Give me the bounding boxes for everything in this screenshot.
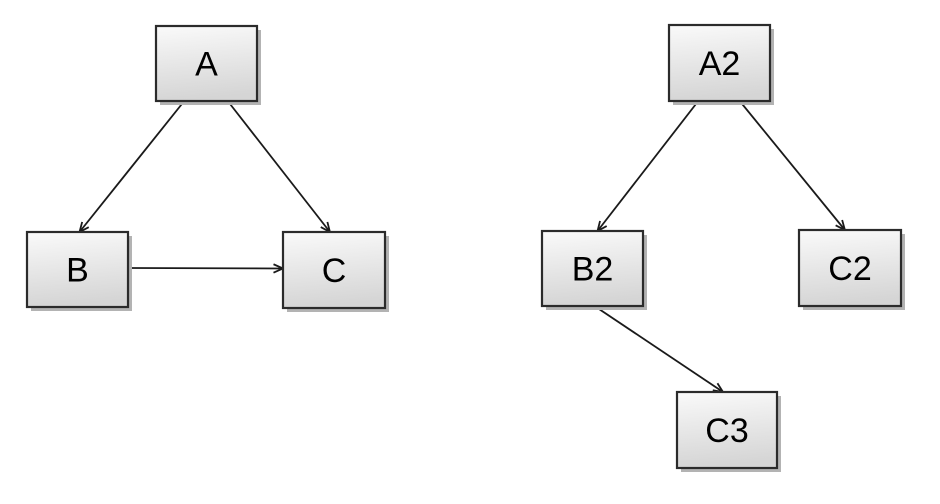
node-C3[interactable]: C3 <box>675 390 781 472</box>
edge-B2-to-C3[interactable] <box>594 305 723 392</box>
node-label-B2: B2 <box>572 251 614 289</box>
node-box-A[interactable] <box>154 24 259 103</box>
edge-A-to-C[interactable] <box>227 100 330 232</box>
node-box-C[interactable] <box>281 230 387 310</box>
node-box-B2[interactable] <box>540 229 645 308</box>
node-box-C2[interactable] <box>797 228 903 308</box>
node-label-B: B <box>66 252 89 290</box>
node-C2[interactable]: C2 <box>797 228 905 310</box>
node-B[interactable]: B <box>25 230 132 311</box>
node-A2[interactable]: A2 <box>667 23 774 105</box>
edge-layer <box>80 100 845 392</box>
node-B2[interactable]: B2 <box>540 229 647 310</box>
edge-A2-to-B2[interactable] <box>598 100 700 231</box>
node-A[interactable]: A <box>154 24 261 105</box>
node-box-C3[interactable] <box>675 390 779 470</box>
edge-A2-to-C2[interactable] <box>739 100 845 230</box>
node-C[interactable]: C <box>281 230 389 312</box>
node-box-A2[interactable] <box>667 23 772 103</box>
node-label-A: A <box>195 46 218 84</box>
node-box-B[interactable] <box>25 230 130 309</box>
node-label-C: C <box>322 252 347 290</box>
node-label-A2: A2 <box>699 45 741 83</box>
edge-A-to-B[interactable] <box>80 100 185 232</box>
node-label-C3: C3 <box>705 412 748 450</box>
node-label-C2: C2 <box>828 250 871 288</box>
